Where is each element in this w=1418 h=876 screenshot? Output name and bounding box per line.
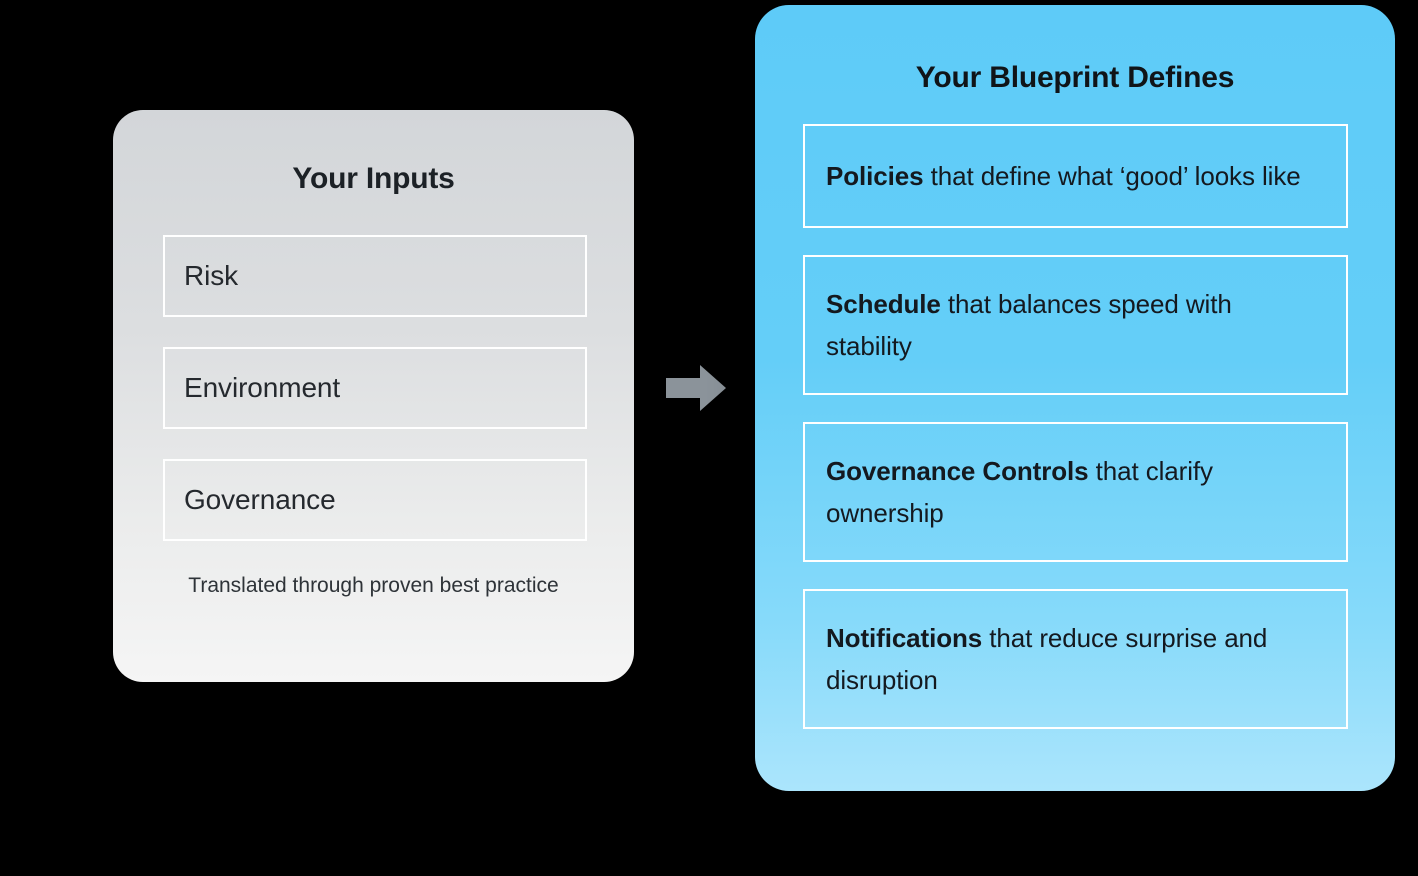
your-inputs-title: Your Inputs <box>292 162 455 195</box>
input-field-label: Risk <box>184 260 239 291</box>
blueprint-item-emphasis: Governance Controls <box>826 456 1089 486</box>
input-field-environment[interactable]: Environment <box>163 347 587 429</box>
your-inputs-panel: Your Inputs Risk Environment Governance … <box>113 110 634 682</box>
blueprint-item-policies[interactable]: Policies that define what ‘good’ looks l… <box>803 124 1348 228</box>
blueprint-item-schedule[interactable]: Schedule that balances speed with stabil… <box>803 255 1348 395</box>
your-inputs-footnote: Translated through proven best practice <box>188 574 559 597</box>
blueprint-item-governance-controls[interactable]: Governance Controls that clarify ownersh… <box>803 422 1348 562</box>
arrow-right-icon <box>666 363 726 413</box>
input-field-label: Governance <box>184 484 336 515</box>
blueprint-item-emphasis: Notifications <box>826 623 983 653</box>
blueprint-item-rest: that clarify ownership <box>826 456 1213 528</box>
blueprint-item-emphasis: Schedule <box>826 289 941 319</box>
blueprint-item-text: Schedule that balances speed with stabil… <box>826 283 1324 367</box>
input-field-label: Environment <box>184 372 341 403</box>
blueprint-item-notifications[interactable]: Notifications that reduce surprise and d… <box>803 589 1348 729</box>
blueprint-item-text: Policies that define what ‘good’ looks l… <box>826 155 1301 197</box>
blueprint-item-text: Governance Controls that clarify ownersh… <box>826 450 1324 534</box>
blueprint-title: Your Blueprint Defines <box>915 61 1235 94</box>
blueprint-panel: Your Blueprint Defines Policies that def… <box>755 5 1395 791</box>
blueprint-item-list: Policies that define what ‘good’ looks l… <box>803 124 1348 756</box>
blueprint-item-rest: that reduce surprise and disruption <box>826 623 1268 695</box>
blueprint-item-text: Notifications that reduce surprise and d… <box>826 617 1324 701</box>
blueprint-item-rest: that balances speed with stability <box>826 289 1232 361</box>
input-field-governance[interactable]: Governance <box>163 459 587 541</box>
input-field-risk[interactable]: Risk <box>163 235 587 317</box>
blueprint-item-emphasis: Policies <box>826 161 924 191</box>
blueprint-item-rest: that define what ‘good’ looks like <box>923 161 1301 191</box>
your-inputs-field-list: Risk Environment Governance <box>163 235 587 571</box>
